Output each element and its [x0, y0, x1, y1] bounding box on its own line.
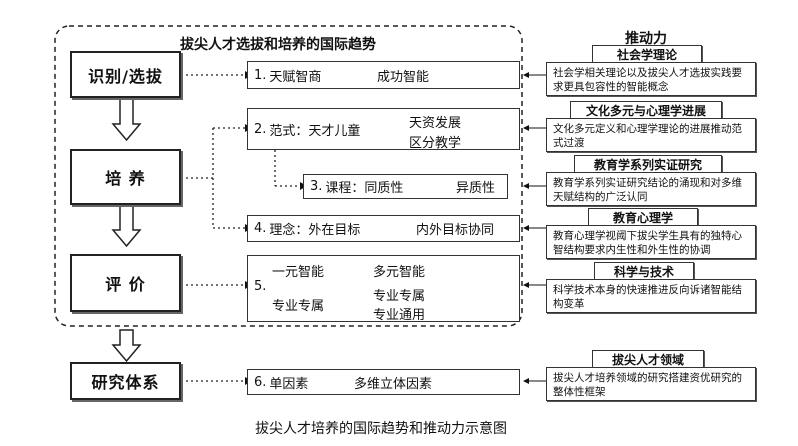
main-title: 拔尖人才选拔和培养的国际趋势 [180, 37, 376, 53]
driver-title: 拔尖人才领域 [592, 350, 704, 368]
driver-description: 教育心理学视阈下拔尖学生具有的独特心智结构要求内生性和外生性的协调 [546, 225, 756, 259]
trend-row2-to-b: 专业通用 [373, 308, 426, 323]
trend-box-3: 3. 课程： 同质性 异质性 [303, 174, 508, 199]
driver-title: 教育学系列实证研究 [574, 155, 722, 173]
driver-description: 社会学相关理论以及拔尖人才选拔实践要求更具包容性的智能概念 [546, 62, 756, 96]
trend-prefix: 课程： [325, 181, 365, 196]
driver-title: 文化多元与心理学进展 [570, 101, 722, 119]
trend-box-4: 4. 理念： 外在目标 内外目标协同 [247, 215, 520, 242]
driver-description: 拔尖人才培养领域的研究搭建资优研究的整体性框架 [546, 367, 756, 401]
trend-box-1: 1. 天赋智商 成功智能 [247, 61, 520, 89]
trend-to: 成功智能 [377, 69, 430, 85]
trend-number: 6. [254, 374, 267, 390]
driver-title: 社会学理论 [592, 45, 702, 63]
stage-to-trend-dotted [181, 74, 300, 382]
trend-row2-to-a: 专业专属 [373, 289, 426, 304]
trend-box-5: 5. 一元智能 多元智能 专业专属 专业专属 专业通用 [247, 255, 520, 323]
driver-title: 教育心理学 [588, 208, 698, 226]
trend-from: 天才儿童 [308, 123, 361, 139]
figure-caption: 拔尖人才培养的国际趋势和推动力示意图 [255, 421, 507, 437]
trend-number: 1. [254, 67, 267, 83]
driver-description: 科学技术本身的快速推进反向诉诸智能结构变革 [546, 279, 756, 313]
driver-title: 科学与技术 [594, 262, 694, 280]
trend-to-a: 天资发展 [409, 116, 462, 131]
stage-research-system: 研究体系 [70, 362, 181, 400]
trend-to-b: 区分教学 [409, 136, 462, 151]
trend-box-6: 6. 单因素 多维立体因素 [247, 369, 520, 395]
trend-from: 单因素 [269, 376, 309, 392]
trend-row1-to: 多元智能 [373, 265, 426, 280]
trend-box-2: 2. 范式： 天才儿童 天资发展 区分教学 [247, 108, 520, 151]
trend-group-border [54, 25, 523, 327]
trend-to: 内外目标协同 [416, 223, 495, 238]
trend-prefix: 范式： [269, 123, 309, 139]
trend-number: 3. [310, 179, 323, 194]
trend-from: 外在目标 [308, 223, 361, 238]
driver-description: 教育学系列实证研究结论的涌现和对多维天赋结构的广泛认同 [546, 172, 756, 206]
trend-from: 同质性 [364, 181, 404, 196]
trend-number: 5. [254, 279, 267, 294]
stage-identify-select: 识别/选拔 [70, 51, 181, 98]
trend-number: 4. [254, 221, 267, 236]
stage-down-arrow [111, 97, 142, 363]
stage-evaluate: 评 价 [70, 254, 181, 312]
trend-to: 多维立体因素 [354, 376, 433, 392]
driver-header: 推动力 [625, 31, 667, 47]
trend-prefix: 理念： [269, 223, 309, 238]
stage-cultivate: 培 养 [70, 149, 181, 205]
trend-from: 天赋智商 [269, 69, 322, 85]
trend-to: 异质性 [456, 181, 496, 196]
trend-number: 2. [254, 121, 267, 137]
trend-row1-from: 一元智能 [272, 265, 325, 280]
trend-row2-from: 专业专属 [272, 299, 325, 314]
driver-description: 文化多元定义和心理学理论的进展推动范式过渡 [546, 118, 756, 152]
